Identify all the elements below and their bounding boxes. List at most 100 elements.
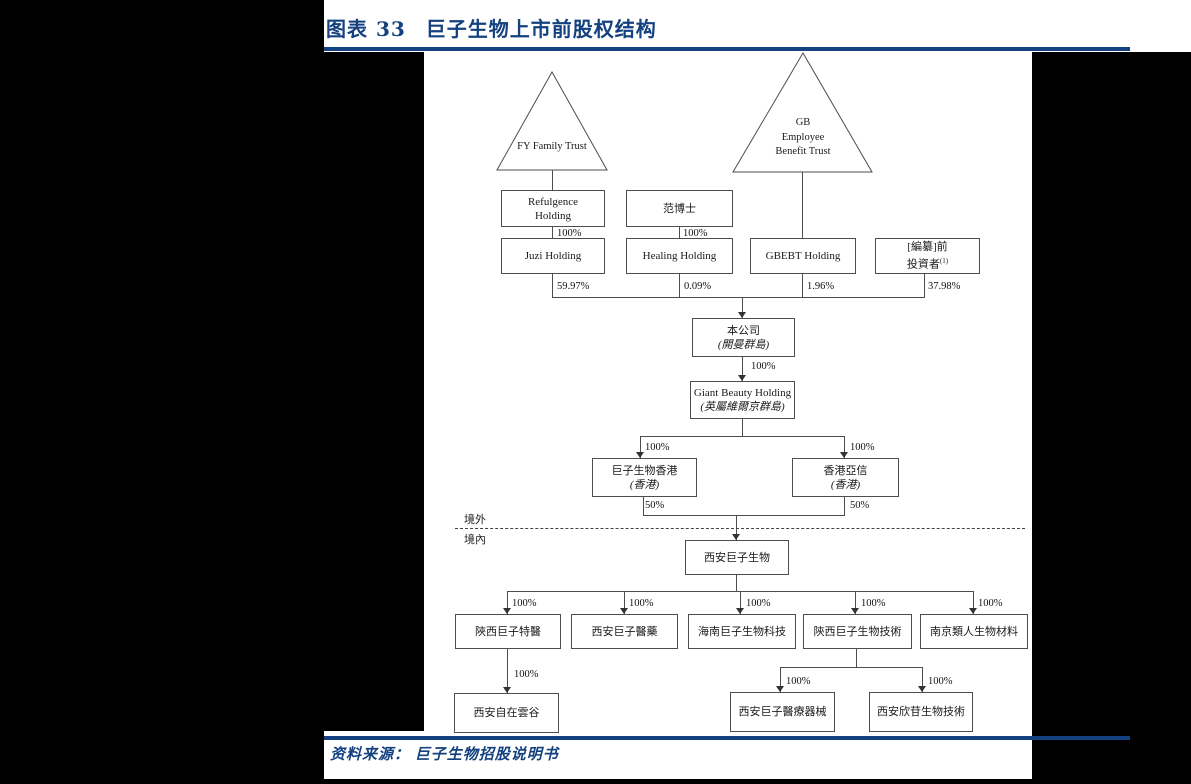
node-juzi-biotech-hk: 巨子生物香港 (香港)	[592, 458, 697, 497]
connector-line	[552, 272, 553, 297]
node-gbebt-holding-label: GBEBT Holding	[765, 250, 841, 262]
connector-line	[507, 591, 974, 592]
node-healing-holding-label: Healing Holding	[642, 250, 717, 262]
connector-line	[922, 667, 923, 692]
node-nanjing-cailiao-label: 南京類人生物材料	[930, 625, 1018, 638]
node-hainan-keji-label: 海南巨子生物科技	[698, 625, 786, 638]
footnote-marker: (1)	[939, 257, 949, 266]
connector-line	[742, 355, 743, 381]
node-hk-yaxin-line1: 香港亞信	[823, 464, 868, 477]
edge-label-company-gbh: 100%	[751, 361, 776, 372]
connector-line	[640, 436, 845, 437]
offshore-label: 境外	[464, 514, 486, 526]
arrowhead	[738, 312, 746, 318]
offshore-onshore-divider	[455, 528, 1025, 529]
title-rule	[324, 47, 1130, 51]
node-shaanxi-teyi-label: 陝西巨子特醫	[475, 625, 541, 638]
node-juzi-hk-line2: (香港)	[629, 478, 660, 491]
node-hainan-juzi-keji: 海南巨子生物科技	[688, 614, 796, 649]
node-company-line2: (開曼群島)	[717, 338, 770, 351]
node-xian-yiyao-label: 西安巨子醫藥	[591, 625, 658, 638]
node-shaanxi-jishu-label: 陝西巨子生物技術	[813, 625, 902, 638]
node-dr-fan-label: 范博士	[663, 202, 696, 215]
footer-rule	[324, 736, 1130, 740]
arrowhead	[503, 608, 511, 614]
connector-line	[742, 297, 743, 318]
node-pre-ipo-investors: [編纂]前 投資者(1)	[875, 238, 980, 274]
edge-label-jishu-qixie: 100%	[786, 676, 811, 687]
edge-label-xian-teyi: 100%	[512, 598, 537, 609]
edge-label-juzihk-xian: 50%	[645, 500, 665, 511]
connector-line	[552, 297, 925, 298]
edge-label-gbebt-company: 1.96%	[807, 281, 835, 292]
connector-line	[552, 170, 553, 190]
edge-label-teyi-yungu: 100%	[514, 669, 539, 680]
arrowhead	[776, 686, 784, 692]
source-caption: 资料来源： 巨子生物招股说明书	[330, 747, 559, 763]
connector-line	[640, 436, 641, 458]
node-shaanxi-juzi-jishu: 陝西巨子生物技術	[803, 614, 912, 649]
connector-line	[740, 591, 741, 614]
figure-title-text: 巨子生物上市前股权结构	[425, 17, 657, 41]
node-the-company: 本公司 (開曼群島)	[692, 318, 795, 357]
edge-label-xian-yiyao: 100%	[629, 598, 654, 609]
node-refulgence-holding: Refulgence Holding	[501, 190, 605, 227]
arrowhead	[918, 686, 926, 692]
connector-line	[679, 225, 680, 238]
connector-line	[552, 225, 553, 238]
arrowhead	[969, 608, 977, 614]
connector-line	[736, 515, 737, 540]
node-pre-investors-line1: [編纂]前	[907, 241, 948, 254]
node-juzi-holding-label: Juzi Holding	[524, 250, 582, 262]
arrowhead	[736, 608, 744, 614]
edge-label-xian-hainan: 100%	[746, 598, 771, 609]
node-giant-beauty-line2: (英屬維爾京群島)	[700, 401, 785, 413]
arrowhead	[851, 608, 859, 614]
edge-label-healing-company: 0.09%	[684, 281, 712, 292]
node-xian-juzi-yiyao: 西安巨子醫藥	[571, 614, 678, 649]
node-pre-investors-line2: 投資者(1)	[906, 257, 949, 271]
edge-label-juzi-company: 59.97%	[557, 281, 590, 292]
node-giant-beauty-line1: Giant Beauty Holding	[693, 387, 792, 399]
node-xian-qixie-label: 西安巨子醫療器械	[738, 706, 827, 718]
connector-line	[507, 591, 508, 614]
node-hk-yaxin: 香港亞信 (香港)	[792, 458, 899, 497]
node-gb-trust-line3: Benefit Trust	[775, 146, 831, 157]
connector-line	[780, 667, 781, 692]
node-xian-juzi-label: 西安巨子生物	[704, 551, 770, 564]
edge-label-jishu-xingan: 100%	[928, 676, 953, 687]
connector-line	[802, 272, 803, 297]
connector-line	[624, 591, 625, 614]
node-gb-trust-line2: Employee	[781, 131, 825, 143]
arrowhead	[636, 452, 644, 458]
node-juzi-holding: Juzi Holding	[501, 238, 605, 274]
fy-family-trust-triangle	[496, 70, 608, 171]
connector-line	[679, 272, 680, 297]
node-gb-trust-line1: GB	[795, 117, 811, 128]
connector-line	[742, 417, 743, 436]
edge-label-yaxin-xian: 50%	[850, 500, 870, 511]
edge-label-refulgence-juzi: 100%	[557, 228, 582, 239]
edge-label-fan-healing: 100%	[683, 228, 708, 239]
node-refulgence-line2: Holding	[534, 209, 572, 222]
node-fy-family-trust: FY Family Trust	[517, 141, 587, 152]
edge-label-investors-company: 37.98%	[928, 281, 961, 292]
edge-label-xian-nanjing: 100%	[978, 598, 1003, 609]
node-healing-holding: Healing Holding	[626, 238, 733, 274]
connector-line	[643, 515, 845, 516]
connector-line	[802, 172, 803, 238]
node-nanjing-leiren-cailiao: 南京類人生物材料	[920, 614, 1028, 649]
connector-line	[844, 495, 845, 515]
connector-line	[643, 495, 644, 515]
connector-line	[736, 573, 737, 591]
node-giant-beauty-holding: Giant Beauty Holding (英屬維爾京群島)	[690, 381, 795, 419]
node-xian-yungu-label: 西安自在雲谷	[473, 707, 540, 719]
node-xian-juzi-biotech: 西安巨子生物	[685, 540, 789, 575]
node-juzi-hk-line1: 巨子生物香港	[611, 464, 678, 477]
arrowhead	[503, 687, 511, 693]
node-xian-juzi-yiliao-qixie: 西安巨子醫療器械	[730, 692, 835, 732]
figure-label: 图表 33	[326, 17, 406, 41]
equity-structure-diagram: FY Family Trust GB Employee Benefit Trus…	[424, 52, 1032, 733]
edge-label-gbh-yaxin: 100%	[850, 442, 875, 453]
node-gbebt-holding: GBEBT Holding	[750, 238, 856, 274]
